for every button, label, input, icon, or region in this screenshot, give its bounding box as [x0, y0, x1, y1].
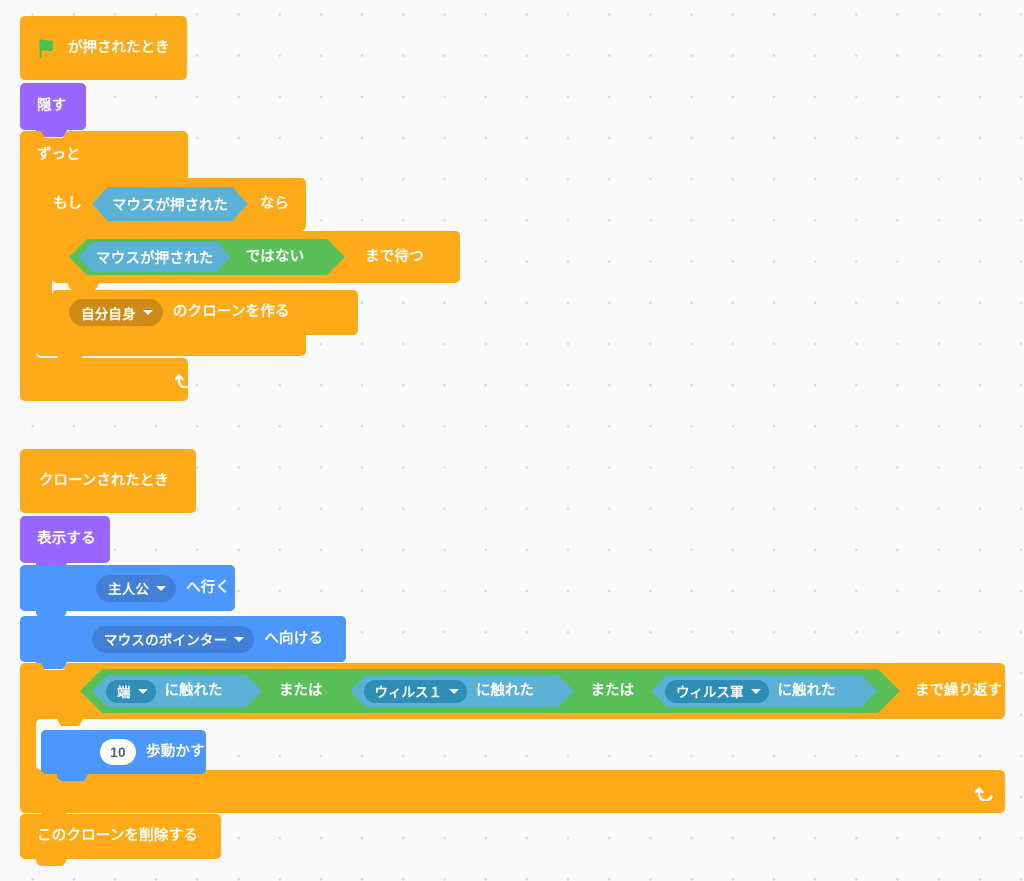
chevron-down-icon	[750, 688, 761, 694]
hat-block-clone-label: クローンされたとき	[39, 472, 169, 489]
operator-or-outer-label: または	[279, 682, 323, 699]
operator-not[interactable]: マウスが押された ではない	[69, 239, 345, 275]
dropdown-clone-target-value: 自分自身	[81, 306, 136, 322]
block-hide-label: 隠す	[37, 98, 67, 115]
block-delete-this-clone-label: このクローンを削除する	[37, 828, 198, 845]
block-go-to[interactable]: 主人公 へ行く	[20, 565, 235, 618]
block-repeat-until-label: まで繰り返す	[915, 682, 1002, 699]
block-point-towards-label: へ向ける	[264, 630, 324, 647]
dropdown-clone-target[interactable]: 自分自身	[69, 299, 163, 326]
dropdown-point-towards-target[interactable]: マウスのポインター	[92, 625, 255, 653]
block-hide[interactable]: 隠す	[20, 83, 86, 137]
chevron-down-icon	[156, 585, 167, 591]
block-forever[interactable]: ずっと	[20, 131, 193, 401]
block-hide-shape	[20, 83, 86, 137]
hat-block-when-i-start-as-clone[interactable]: クローンされたとき	[20, 449, 196, 513]
block-show[interactable]: 表示する	[20, 516, 110, 570]
dropdown-touching-virus1-target[interactable]: ウィルス１	[363, 679, 467, 703]
operator-or-inner-label: または	[590, 682, 635, 699]
dropdown-touching-virus-army-target[interactable]: ウィルス軍	[665, 679, 769, 703]
dropdown-go-to-target-value: 主人公	[108, 582, 150, 597]
dropdown-touching-virus1-value: ウィルス１	[374, 685, 443, 700]
chevron-down-icon	[137, 688, 148, 694]
boolean-mouse-down-inner-label: マウスが押された	[96, 250, 214, 267]
block-create-clone[interactable]: 自分自身 のクローンを作る	[52, 290, 358, 342]
hat-block-when-flag-clicked[interactable]: が押されたとき	[20, 16, 187, 80]
green-flag-icon	[38, 39, 58, 59]
operator-not-label: ではない	[245, 248, 305, 265]
chevron-down-icon	[142, 310, 153, 315]
block-move-steps[interactable]: 10 歩動かす	[41, 730, 206, 781]
boolean-hex-shape-inner	[79, 242, 231, 272]
boolean-touching-virus-army[interactable]: ウィルス軍 に触れた	[651, 675, 877, 707]
operator-or-inner[interactable]: ウィルス１ に触れた または	[339, 672, 886, 710]
block-create-clone-label: のクローンを作る	[172, 304, 290, 321]
block-show-shape	[20, 516, 110, 570]
hat-block-label: が押されたとき	[68, 39, 170, 56]
block-repeat-until-row: 端 に触れた または	[80, 667, 1003, 715]
dropdown-touching-virus-army-value: ウィルス軍	[676, 685, 744, 700]
block-point-towards[interactable]: マウスのポインター へ向ける	[20, 616, 346, 669]
block-delete-this-clone[interactable]: このクローンを削除する	[20, 814, 221, 866]
boolean-touching-edge-label: に触れた	[164, 682, 223, 699]
block-forever-shape	[20, 131, 188, 401]
boolean-mouse-down-label: マウスが押された	[112, 197, 228, 214]
boolean-touching-edge[interactable]: 端 に触れた	[92, 675, 262, 707]
block-forever-label: ずっと	[37, 146, 81, 163]
input-move-steps-value[interactable]: 10	[100, 739, 136, 765]
dropdown-touching-edge-value: 端	[117, 685, 131, 700]
chevron-down-icon	[449, 688, 459, 694]
boolean-mouse-down[interactable]: マウスが押された	[92, 187, 248, 221]
boolean-hex-shape	[92, 187, 248, 221]
loop-arrow-icon	[175, 368, 195, 388]
dropdown-touching-edge-target[interactable]: 端	[106, 679, 156, 703]
block-wait-until-label: まで待つ	[365, 248, 424, 265]
block-wait-until[interactable]: マウスが押された ではない まで待つ	[52, 231, 460, 290]
block-delete-this-clone-shape	[20, 814, 221, 859]
block-if-then-label-if: もし	[53, 195, 82, 212]
block-go-to-label: へ行く	[186, 579, 231, 596]
boolean-mouse-down-inner[interactable]: マウスが押された	[79, 242, 231, 272]
boolean-touching-virus1[interactable]: ウィルス１ に触れた	[349, 675, 574, 707]
block-move-steps-label: 歩動かす	[146, 743, 205, 760]
dropdown-go-to-target[interactable]: 主人公	[96, 574, 177, 602]
block-forever-label-row: ずっと	[36, 131, 82, 179]
block-if-then-row: もし マウスが押された なら	[52, 180, 290, 228]
boolean-touching-virus1-label: に触れた	[476, 682, 534, 699]
operator-or-outer[interactable]: 端 に触れた または	[80, 669, 900, 713]
block-repeat-until[interactable]: 端 に触れた または	[20, 663, 1005, 820]
loop-arrow-icon	[975, 781, 995, 801]
chevron-down-icon	[234, 636, 245, 642]
dropdown-point-towards-target-value: マウスのポインター	[104, 633, 228, 648]
block-if-then-label-then: なら	[260, 195, 289, 212]
boolean-touching-virus-army-label: に触れた	[777, 682, 836, 699]
block-show-label: 表示する	[37, 531, 96, 548]
